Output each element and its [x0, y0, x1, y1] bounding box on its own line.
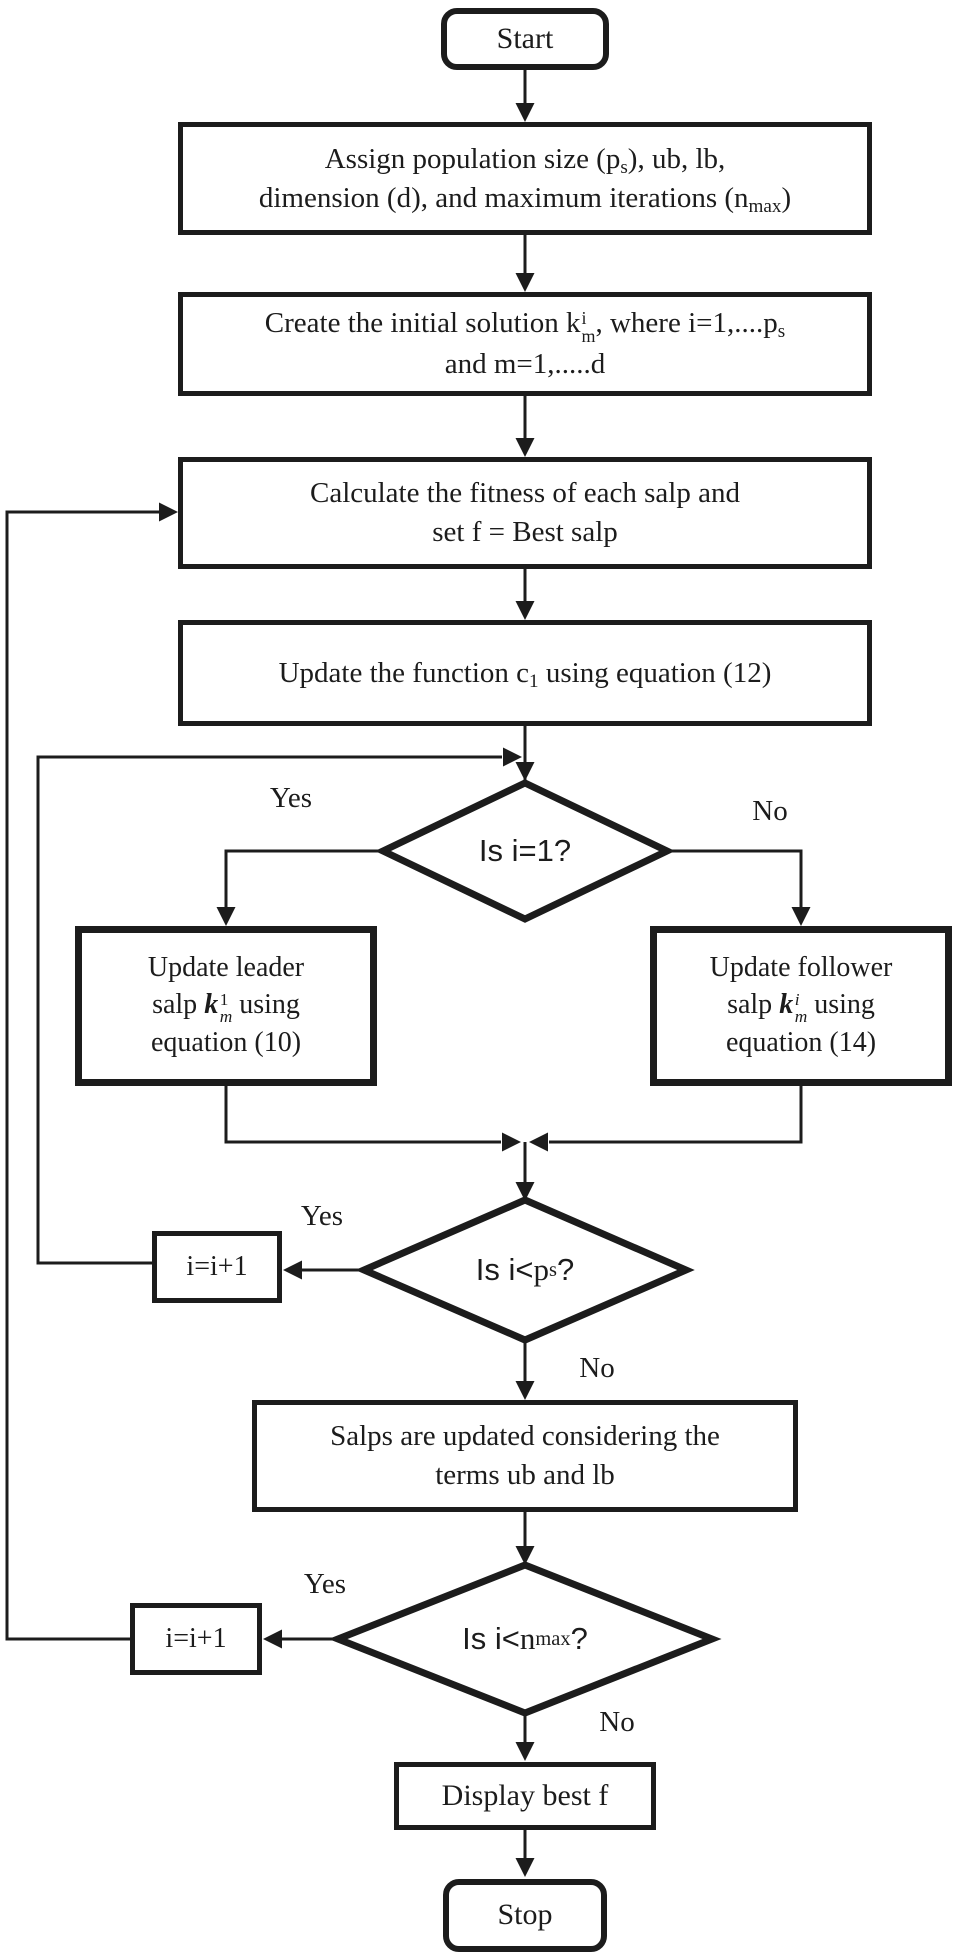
start-node: Start	[441, 8, 609, 70]
decision-is-i-equal-1-shape	[374, 779, 676, 923]
update-c1-line: Update the function c1 using equation (1…	[278, 656, 772, 692]
decision1-yes-label: Yes	[269, 781, 313, 814]
increment-i-outer-label: i=i+1	[165, 1623, 227, 1655]
bounds-line1: Salps are updated considering the	[330, 1420, 720, 1453]
edge-decision1-no	[667, 849, 803, 908]
decision3-yes-label: Yes	[303, 1567, 347, 1600]
leader-line3: equation (10)	[150, 1027, 302, 1059]
stop-node: Stop	[443, 1879, 607, 1952]
decision3-no-label: No	[599, 1705, 635, 1738]
assign-line2: dimension (d), and maximum iterations (n…	[258, 181, 792, 217]
assign-parameters-node: Assign population size (ps), ub, lb, dim…	[178, 122, 872, 235]
bounds-line2: terms ub and lb	[435, 1459, 615, 1491]
increment-i-outer-node: i=i+1	[130, 1603, 262, 1675]
decision-is-i-lt-ps-shape	[355, 1196, 695, 1344]
decision2-yes-label: Yes	[300, 1199, 344, 1232]
decision1-no-label: No	[752, 794, 788, 827]
follower-line1: Update follower	[709, 951, 893, 983]
increment-i-inner-node: i=i+1	[152, 1231, 282, 1303]
fitness-line2: set f = Best salp	[432, 516, 618, 548]
edge-decision1-yes	[224, 849, 383, 908]
decision-is-i-lt-nmax-shape	[328, 1561, 722, 1717]
increment-i-inner-label: i=i+1	[186, 1251, 248, 1283]
edge-follower-merge	[549, 1086, 803, 1144]
edge-loop-outer-feedback	[5, 510, 159, 1641]
edge-loop-inner-feedback	[36, 755, 502, 1265]
decision-is-i-equal-1-label: Is i=1?	[478, 833, 572, 868]
stop-label: Stop	[497, 1898, 553, 1932]
assign-line1: Assign population size (ps), ub, lb,	[324, 142, 726, 178]
leader-line1: Update leader	[147, 951, 305, 983]
display-best-f-label: Display best f	[441, 1778, 609, 1812]
follower-line3: equation (14)	[725, 1027, 877, 1059]
update-c1-node: Update the function c1 using equation (1…	[178, 620, 872, 726]
edge-leader-merge	[224, 1086, 501, 1144]
display-best-f-node: Display best f	[394, 1762, 656, 1830]
start-label: Start	[496, 21, 554, 55]
calculate-fitness-node: Calculate the fitness of each salp and s…	[178, 457, 872, 569]
create-line2: and m=1,.....d	[444, 348, 606, 380]
decision2-no-label: No	[579, 1351, 615, 1384]
arrowheads	[159, 103, 811, 1877]
bounds-update-node: Salps are updated considering the terms …	[252, 1400, 798, 1512]
fitness-line1: Calculate the fitness of each salp and	[309, 477, 740, 510]
